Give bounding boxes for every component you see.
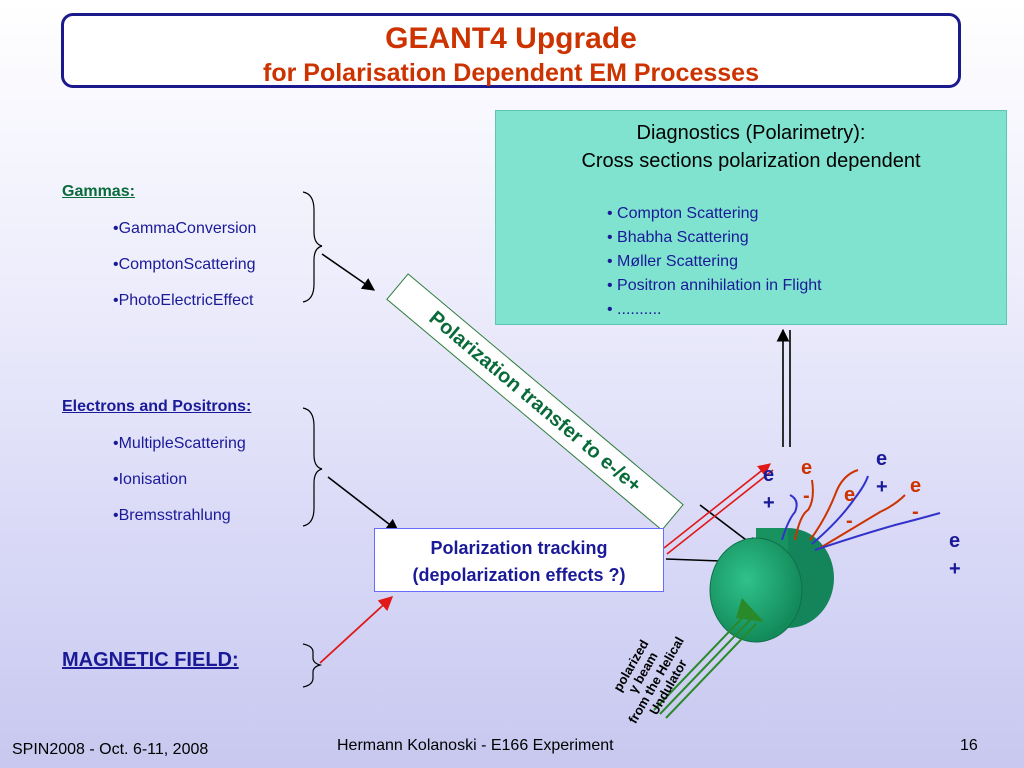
electrons-heading: Electrons and Positrons: (62, 398, 252, 415)
footer-conference: SPIN2008 - Oct. 6-11, 2008 (12, 741, 209, 758)
positron-track (781, 494, 798, 541)
polarization-tracking-subtitle: (depolarization effects ?) (412, 565, 626, 585)
electron-label: e - (844, 484, 856, 532)
footer-author: Hermann Kolanoski - E166 Experiment (337, 737, 614, 754)
diagnostics-item: • Møller Scattering (607, 253, 738, 270)
electron-label: e - (801, 457, 813, 507)
diagnostics-item: • Bhabha Scattering (607, 229, 749, 246)
electron-track (819, 494, 906, 549)
magnetic-brace (302, 643, 323, 688)
gammas-brace (302, 191, 323, 303)
electron-process-item: •MultipleScattering (113, 435, 246, 452)
electron-process-item: •Bremsstrahlung (113, 507, 231, 524)
diagnostics-box: Diagnostics (Polarimetry): Cross section… (495, 110, 1007, 325)
diagnostics-item: • Compton Scattering (607, 205, 759, 222)
polarization-tracking-box: Polarization tracking (depolarization ef… (374, 528, 664, 592)
electron-track (809, 469, 859, 541)
title-box: GEANT4 Upgrade for Polarisation Dependen… (61, 13, 961, 88)
page-number: 16 (960, 737, 978, 754)
target-front (709, 537, 803, 643)
gamma-process-item: •PhotoElectricEffect (113, 292, 254, 309)
electron-label: e - (910, 475, 922, 523)
slide-subtitle: for Polarisation Dependent EM Processes (263, 59, 759, 87)
electrons-arrow (327, 476, 400, 532)
red-arrow-upper (663, 463, 772, 549)
gamma-process-item: •ComptonScattering (113, 256, 256, 273)
red-arrow-lower (666, 469, 774, 555)
electron-track (794, 479, 814, 541)
gammas-arrow (321, 253, 376, 291)
electron-process-item: •Ionisation (113, 471, 188, 488)
beam-arrow (653, 598, 764, 719)
magnetic-field-heading: MAGNETIC FIELD: (62, 649, 239, 671)
gamma-process-item: •GammaConversion (113, 220, 257, 237)
gammas-heading: Gammas: (62, 183, 135, 200)
slide-title: GEANT4 Upgrade (385, 22, 637, 55)
electrons-brace (302, 407, 323, 527)
polarization-tracking-title: Polarization tracking (430, 538, 608, 558)
positron-label: e + (763, 464, 775, 514)
diagnostics-heading: Diagnostics (Polarimetry): (636, 122, 866, 144)
diagnostics-item: • Positron annihilation in Flight (607, 277, 822, 294)
positron-label: e + (876, 448, 888, 498)
positron-label: e + (949, 530, 961, 580)
positron-track (814, 512, 941, 551)
diagnostics-subheading: Cross sections polarization dependent (581, 150, 921, 172)
magnetic-field-arrow (319, 596, 394, 664)
positron-track (811, 475, 869, 545)
diagnostics-item: • .......... (607, 301, 662, 318)
